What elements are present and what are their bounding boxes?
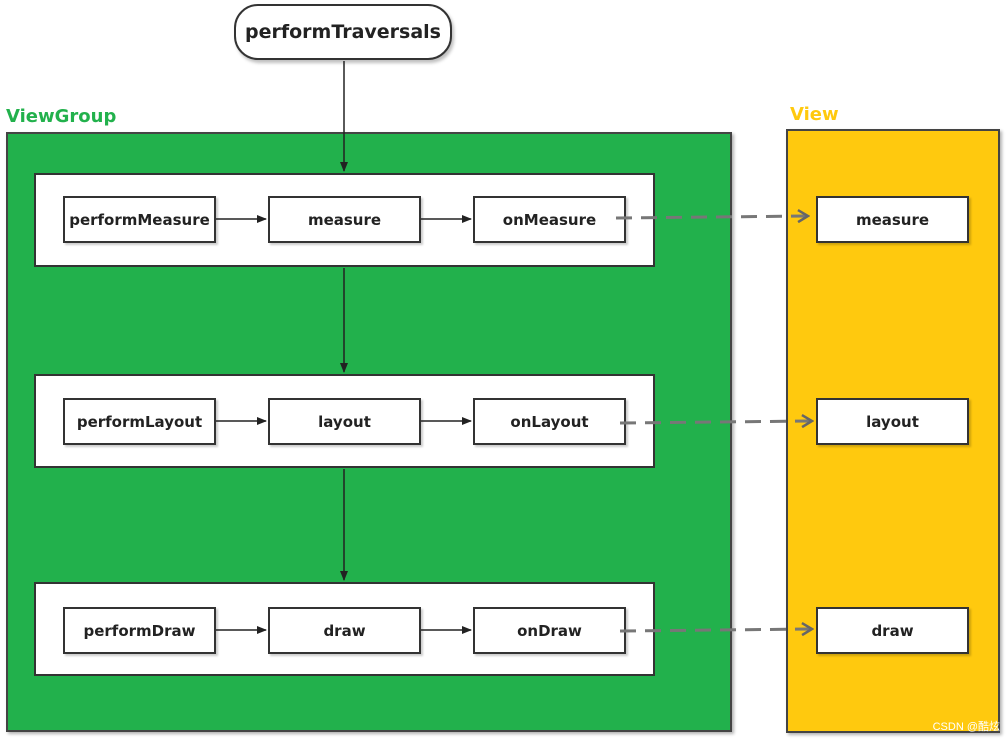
draw-node: draw <box>268 607 421 654</box>
on-layout-node: onLayout <box>473 398 626 445</box>
view-label: View <box>790 104 839 125</box>
perform-measure-node: performMeasure <box>63 196 216 243</box>
measure-node: measure <box>268 196 421 243</box>
watermark: CSDN @酷炫 <box>932 721 1000 733</box>
perform-traversals-node: performTraversals <box>234 4 452 60</box>
viewgroup-label: ViewGroup <box>6 106 117 127</box>
perform-draw-node: performDraw <box>63 607 216 654</box>
view-draw-node: draw <box>816 607 969 654</box>
on-measure-node: onMeasure <box>473 196 626 243</box>
layout-node: layout <box>268 398 421 445</box>
on-draw-node: onDraw <box>473 607 626 654</box>
view-layout-node: layout <box>816 398 969 445</box>
view-measure-node: measure <box>816 196 969 243</box>
perform-layout-node: performLayout <box>63 398 216 445</box>
